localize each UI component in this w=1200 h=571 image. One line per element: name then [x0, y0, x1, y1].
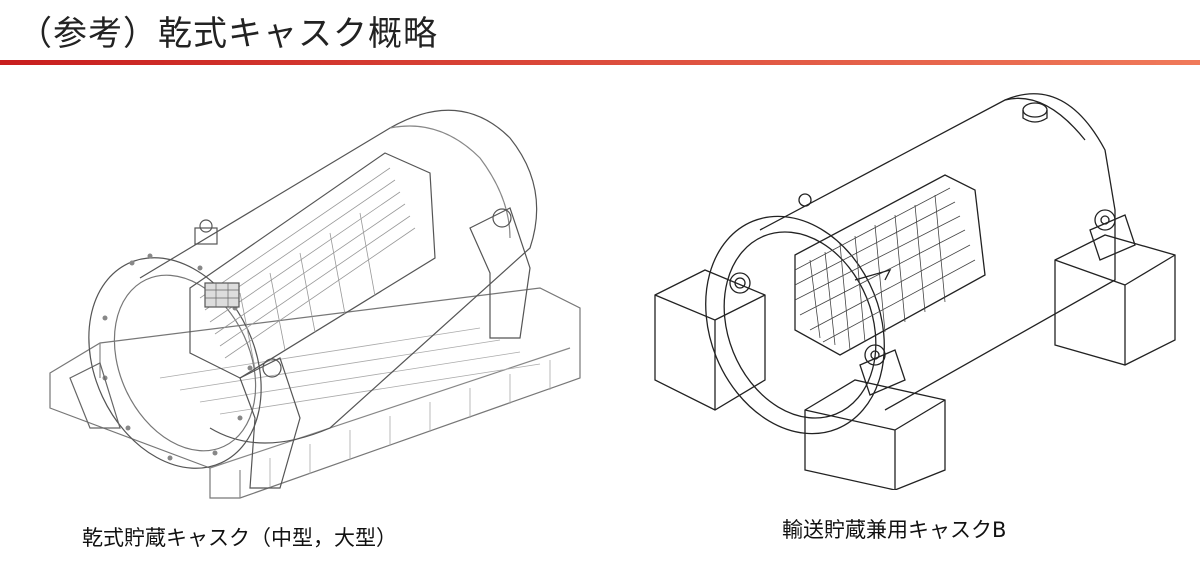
page-title: （参考）乾式キャスク概略	[18, 14, 438, 54]
figure-caption-transport-storage-cask-b: 輸送貯蔵兼用キャスクB	[782, 518, 1007, 542]
dry-storage-cask-illustration	[40, 78, 600, 518]
transport-storage-cask-b-illustration	[645, 80, 1190, 490]
figure-caption-dry-storage-cask: 乾式貯蔵キャスク（中型，大型）	[82, 526, 397, 550]
title-underline	[0, 60, 1200, 65]
